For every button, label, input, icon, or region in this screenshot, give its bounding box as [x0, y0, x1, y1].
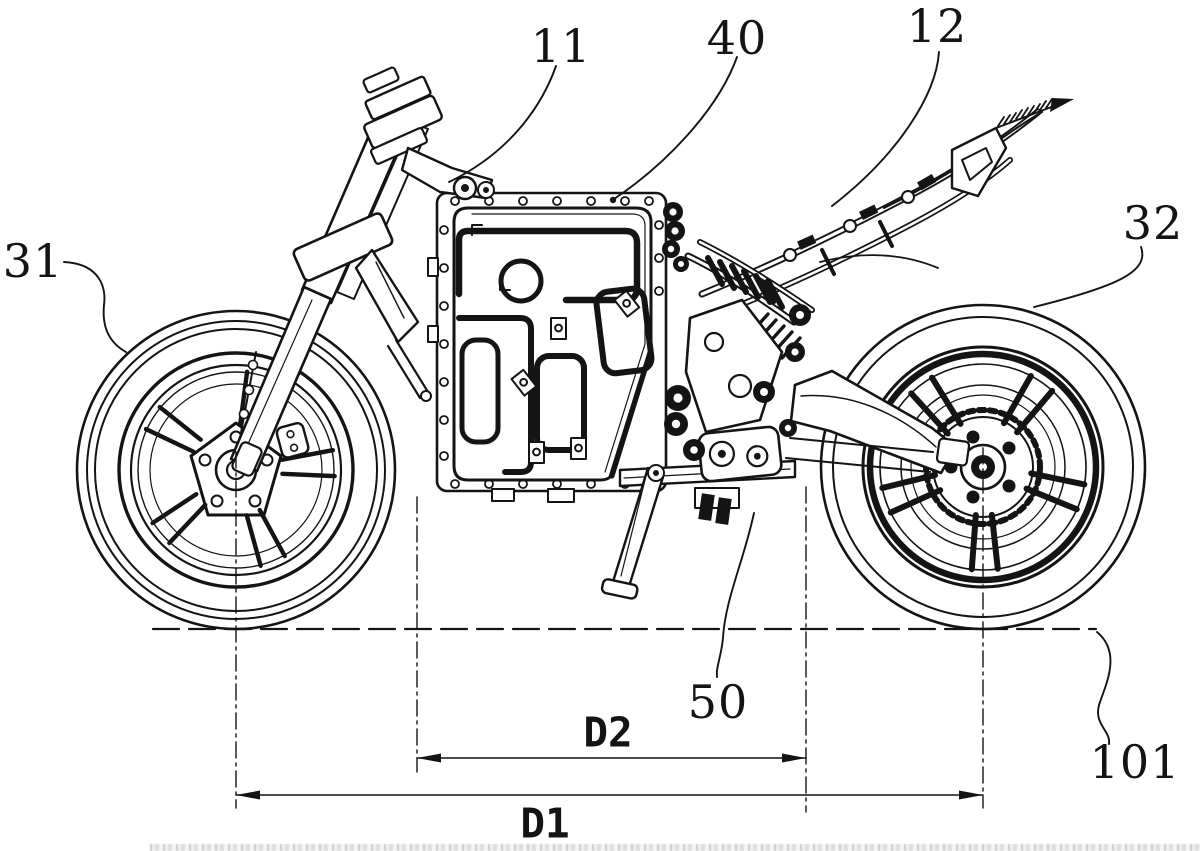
ref-label-32: 32: [1122, 196, 1184, 250]
scan-artifact-strip: [150, 844, 1200, 851]
front-brake-caliper: [275, 422, 310, 459]
ref-label-40: 40: [706, 11, 768, 65]
ref-label-50: 50: [687, 675, 749, 729]
ref-label-101: 101: [1089, 735, 1181, 789]
box-clips: [510, 289, 641, 464]
dimension-label-D2: D2: [583, 708, 633, 757]
ref-label-11: 11: [530, 19, 592, 73]
ref-label-31: 31: [2, 234, 64, 288]
tail-serrated-tip: [995, 98, 1074, 129]
front-fork: [229, 66, 495, 477]
fork-top-clamps: [292, 66, 443, 282]
kickstand: [600, 464, 665, 600]
dimension-D2: [416, 753, 807, 763]
battery-box: [427, 191, 668, 503]
swingarm: [785, 369, 971, 475]
dimension-D1: [235, 790, 984, 800]
leader-lines: [63, 51, 1144, 745]
motor-linkage-cluster: [618, 202, 815, 525]
dimension-label-D1: D1: [520, 799, 570, 848]
ref-label-12: 12: [906, 0, 968, 53]
